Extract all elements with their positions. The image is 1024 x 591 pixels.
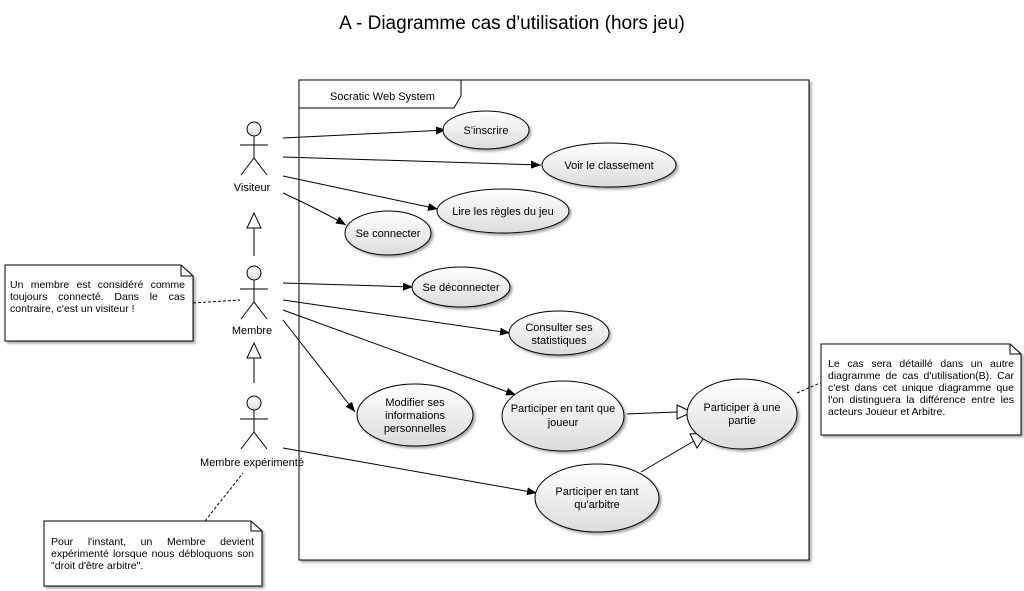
- use-case-label: Participer en tant: [555, 486, 638, 498]
- use-case-label: Participer en tant que: [511, 403, 616, 415]
- assoc-visiteur-connecter: [282, 192, 347, 226]
- use-case-label: Lire les règles du jeu: [452, 206, 554, 218]
- system-label: Socratic Web System: [330, 91, 435, 103]
- use-case-lire-regles: Lire les règles du jeu: [436, 188, 570, 234]
- assoc-membre-deconnecter: [282, 282, 414, 291]
- assoc-membre-statistiques: [282, 299, 511, 336]
- associations: [282, 126, 542, 496]
- use-case-label: joueur: [547, 417, 579, 429]
- note-membre: Un membre est considéré comme toujours c…: [10, 279, 185, 315]
- note-partie-text: Le cas sera détaillé dans un autre diagr…: [828, 358, 1014, 418]
- use-case-label: statistiques: [531, 335, 587, 347]
- assoc-membre-joueur: [282, 309, 517, 396]
- system-label-tab: [298, 79, 462, 109]
- use-case-label: Consulter ses: [525, 322, 593, 334]
- note-membre-text: Un membre est considéré comme toujours c…: [10, 279, 185, 315]
- actor-membre: [240, 265, 268, 320]
- use-case-label: Se connecter: [356, 228, 421, 240]
- actor-label-membre: Membre: [232, 325, 272, 337]
- actor-membre-experimente: [240, 395, 268, 450]
- note-connector-experimente: [204, 472, 244, 522]
- use-case-participer-joueur: Participer en tant que joueur: [501, 380, 625, 452]
- assoc-visiteur-classement: [282, 156, 542, 169]
- use-case-participer-arbitre: Participer en tant qu'arbitre: [534, 463, 660, 533]
- generalization-joueur-partie: [676, 404, 694, 420]
- actor-visiteur: [240, 121, 268, 176]
- use-case-label: S'inscrire: [464, 125, 509, 137]
- use-case-se-connecter: Se connecter: [344, 210, 432, 256]
- assoc-experimente-arbitre: [282, 447, 538, 496]
- note-connector-membre: [192, 299, 241, 304]
- use-case-se-deconnecter: Se déconnecter: [411, 266, 511, 308]
- note-experimente-text: Pour l'instant, un Membre devient expéri…: [51, 536, 254, 572]
- use-case-label: Participer à une: [703, 402, 780, 414]
- use-case-label: Voir le classement: [564, 160, 653, 172]
- note-connectors: [192, 299, 851, 522]
- diagram-title: A - Diagramme cas d'utilisation (hors je…: [339, 13, 685, 34]
- note-experimente: Pour l'instant, un Membre devient expéri…: [51, 536, 254, 572]
- use-case-inscrire: S'inscrire: [442, 110, 530, 150]
- use-case-label: Se déconnecter: [422, 282, 499, 294]
- actor-label-membre-experimente: Membre expérimenté: [200, 457, 304, 469]
- assoc-membre-modifier: [282, 319, 356, 413]
- generalization-membre-visiteur: [246, 211, 262, 229]
- use-case-participer-partie: Participer à une partie: [686, 378, 798, 450]
- generalization-experimente-membre: [246, 341, 262, 359]
- use-case-modifier-informations: Modifier ses informations personnelles: [356, 383, 474, 447]
- use-case-label: Modifier ses: [385, 397, 445, 409]
- note-partie: Le cas sera détaillé dans un autre diagr…: [828, 358, 1014, 418]
- actor-label-visiteur: Visiteur: [234, 182, 271, 194]
- use-case-label: qu'arbitre: [574, 499, 620, 511]
- use-case-label: partie: [728, 415, 756, 427]
- use-case-label: personnelles: [384, 423, 447, 435]
- note-experimente-shape: [43, 520, 263, 587]
- note-partie-shape: [820, 343, 1022, 436]
- use-case-voir-classement: Voir le classement: [541, 142, 677, 188]
- use-case-label: informations: [385, 410, 445, 422]
- use-case-consulter-statistiques: Consulter ses statistiques: [508, 310, 610, 356]
- assoc-visiteur-regles: [282, 175, 439, 211]
- note-membre-shape: [4, 264, 194, 342]
- assoc-visiteur-inscrire: [282, 126, 447, 139]
